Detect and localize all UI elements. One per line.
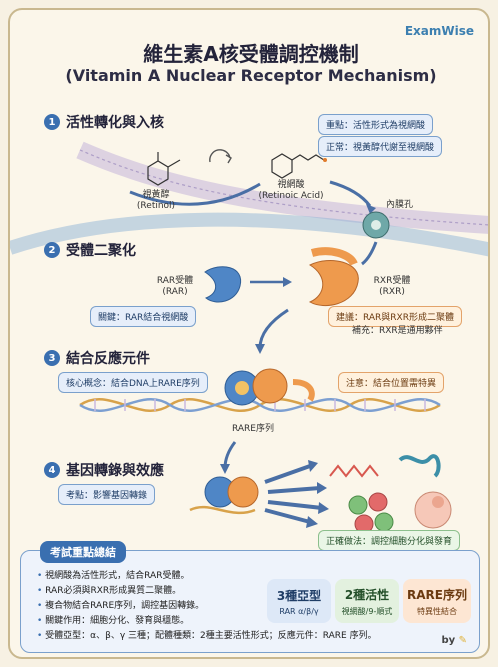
- recycle-arrows-icon: [209, 149, 232, 164]
- list-item: 受體亞型：α、β、γ 三種；配體種類：2種主要活性形式；反應元件：RARE 序列…: [37, 629, 376, 644]
- retinol-molecule: [147, 152, 181, 186]
- infographic-page: ExamWise 維生素A核受體調控機制 (Vitamin A Nuclear …: [8, 8, 490, 659]
- pencil-icon: ✎: [458, 635, 467, 646]
- conversion-arrow: [129, 182, 261, 206]
- list-item: 關鍵作用：細胞分化、發育與穩態。: [37, 614, 377, 629]
- section-3-header: 3 結合反應元件: [44, 348, 150, 368]
- rar-label: RAR受體(RAR): [156, 276, 194, 298]
- core-concept-tag: 核心概念：結合DNA上RARE序列: [58, 372, 208, 393]
- section-number: 1: [44, 114, 60, 130]
- rar-rxr-dimer: [224, 368, 288, 406]
- section-title: 受體二聚化: [66, 243, 136, 259]
- section-number: 2: [44, 242, 60, 258]
- key-point-tag: 重點：活性形式為視網酸: [318, 114, 434, 135]
- nuclear-membrane: [10, 212, 488, 257]
- stat-active-forms: 2種活性 視網酸/9-順式: [335, 579, 399, 623]
- nuclear-pore: [362, 211, 390, 239]
- rar-receptor: [204, 266, 242, 303]
- section-number: 3: [44, 350, 60, 366]
- suggest-tag: 建議：RAR與RXR形成二聚體: [328, 306, 462, 327]
- summary-title: 考試重點總結: [40, 541, 126, 563]
- list-item: 複合物結合RARE序列，調控基因轉錄。: [37, 599, 377, 614]
- section-4-header: 4 基因轉錄與效應: [44, 460, 164, 480]
- retinoic-acid-molecule: [271, 153, 327, 179]
- section-1-header: 1 活性轉化與入核: [44, 112, 164, 132]
- stat-rare: RARE序列 特異性結合: [403, 579, 471, 623]
- mrna-strand: [329, 464, 379, 478]
- rxr-receptor: [308, 260, 359, 306]
- dna-helix: [79, 398, 441, 412]
- diagram-illustration: [10, 141, 488, 534]
- page-subtitle: (Vitamin A Nuclear Receptor Mechanism): [65, 66, 437, 85]
- note-tag: 注意：結合位置需特異: [338, 372, 445, 393]
- section-title: 結合反應元件: [66, 351, 150, 367]
- exam-point-tag: 考點：影響基因轉錄: [58, 484, 156, 505]
- stat-subtypes: 3種亞型 RAR α/β/γ: [267, 579, 331, 623]
- embryo-icon: [414, 491, 452, 529]
- differentiated-cells: [348, 492, 394, 534]
- author-credit: by ✎: [441, 635, 467, 646]
- page-title: 維生素A核受體調控機制: [143, 42, 359, 66]
- section-number: 4: [44, 462, 60, 478]
- list-item: RAR必須與RXR形成異質二聚體。: [37, 584, 377, 599]
- section-title: 活性轉化與入核: [66, 115, 164, 131]
- transcription-complex: [189, 476, 259, 515]
- list-item: 視網酸為活性形式，結合RAR受體。: [37, 569, 377, 584]
- supplement-note: 補充：RXR是通用夥伴: [352, 326, 443, 336]
- rxr-label: RXR受體(RXR): [373, 276, 411, 298]
- correct-method-tag: 正確做法：調控細胞分化與發育: [318, 530, 461, 551]
- protein-molecule: [398, 454, 441, 478]
- retinoic-acid-label: 視網酸(Retinoic Acid): [258, 180, 324, 202]
- nuclear-pore-label: 內膜孔: [386, 200, 414, 210]
- retinol-label: 視黃醇(Retinol): [136, 190, 176, 212]
- entry-arrow: [329, 180, 372, 207]
- key-tag: 關鍵：RAR結合視網酸: [90, 306, 197, 327]
- summary-list: 視網酸為活性形式，結合RAR受體。 RAR必須與RXR形成異質二聚體。 複合物結…: [37, 569, 377, 644]
- brand-logo: ExamWise: [404, 24, 474, 38]
- summary-box: 視網酸為活性形式，結合RAR受體。 RAR必須與RXR形成異質二聚體。 複合物結…: [20, 550, 480, 653]
- normal-tag: 正常：視黃醇代謝至視網酸: [318, 136, 443, 157]
- rare-label: RARE序列: [232, 424, 274, 434]
- section-title: 基因轉錄與效應: [66, 463, 164, 479]
- effect-arrows: [264, 464, 323, 524]
- section-2-header: 2 受體二聚化: [44, 240, 136, 260]
